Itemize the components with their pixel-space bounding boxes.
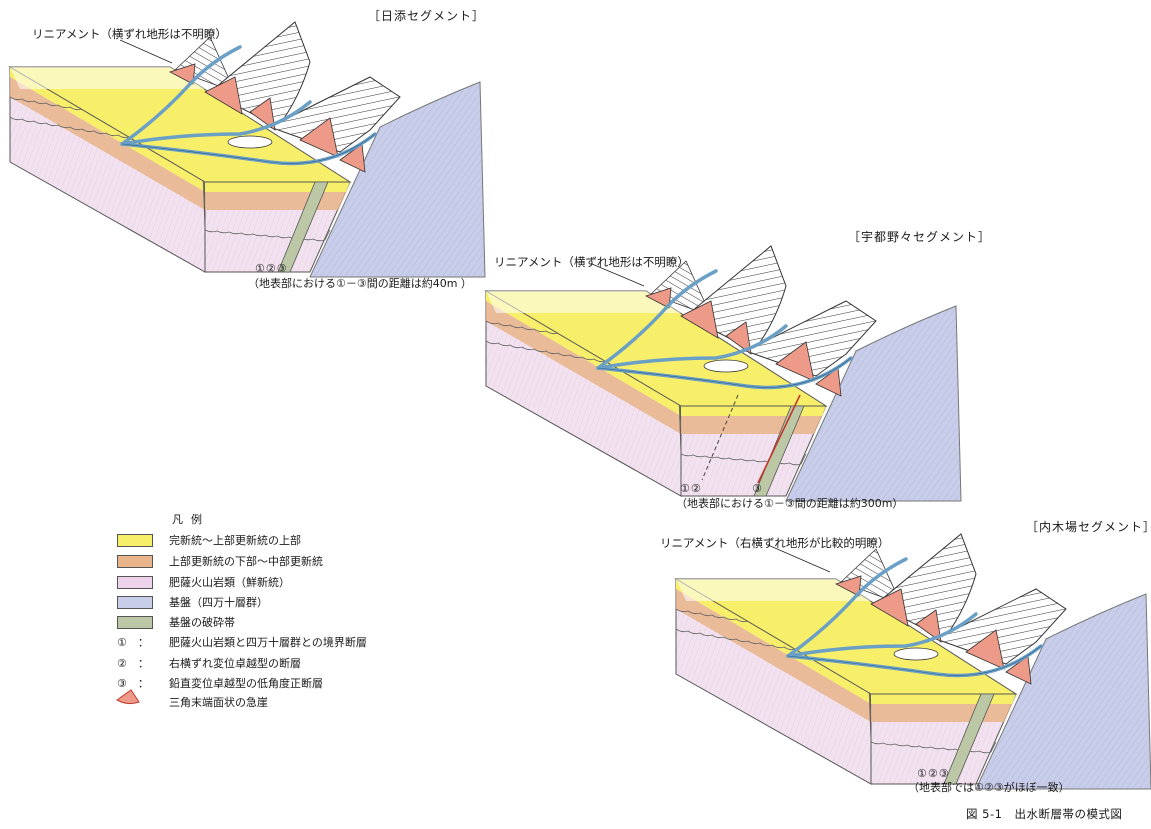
legend-mark: ① ： — [117, 636, 149, 649]
legend-text: 肥薩火山岩類（鮮新統） — [169, 576, 290, 589]
fault-numbers-hizoe: ①②③ — [255, 262, 288, 275]
distance-note-uchikoba: （地表部では①②③がほぼ一致） — [908, 781, 1070, 794]
legend-mark: ③ ： — [117, 677, 149, 690]
block-diagram-uchikoba — [674, 532, 1151, 791]
distance-note-utsunono: （地表部における①－③間の距離は約300m） — [676, 497, 904, 510]
segment-title-utsunono: ［宇都野々セグメント］ — [848, 230, 992, 244]
legend-swatch — [117, 596, 153, 609]
segment-title-hizoe: ［日添セグメント］ — [368, 9, 486, 23]
fault-numbers-utsunono: ①② — [680, 482, 702, 495]
lineament-pointer — [767, 544, 831, 573]
triangle-scarp-icon — [116, 689, 140, 705]
fault-3-line — [757, 394, 801, 484]
lineament-label-uchikoba: リニアメント（右横ずれ地形が比較的明瞭） — [660, 536, 890, 550]
block-diagram-utsunono — [484, 244, 963, 503]
legend-text: 肥薩火山岩類と四万十層群との境界断層 — [169, 636, 367, 649]
figure-caption: 図 5-1 出水断層帯の模式図 — [966, 807, 1123, 821]
lineament-label-hizoe: リニアメント（横ずれ地形は不明瞭） — [32, 27, 227, 41]
lineament-pointer — [119, 39, 173, 64]
block-diagram-hizoe — [8, 20, 487, 279]
fault-numbers-uchikoba: ①②③ — [917, 767, 950, 780]
legend-text: 三角末端面状の急崖 — [169, 696, 268, 709]
legend-mark: ② ： — [117, 657, 149, 670]
legend-text: 基盤（四万十層群） — [169, 596, 268, 609]
legend-swatch — [117, 616, 153, 629]
legend-text: 鉛直変位卓越型の低角度正断層 — [169, 677, 323, 690]
legend-swatch — [117, 555, 153, 568]
distance-note-hizoe: （地表部における①－③間の距離は約40m ） — [248, 277, 472, 290]
legend-text: 基盤の破砕帯 — [169, 616, 235, 629]
lineament-label-utsunono: リニアメント（横ずれ地形は不明瞭） — [494, 255, 689, 269]
legend-text: 上部更新統の下部～中部更新統 — [169, 555, 323, 568]
legend-title: 凡例 — [172, 513, 210, 526]
fault-2-line — [701, 394, 739, 481]
legend-swatch — [117, 576, 153, 589]
lineament-pointer — [591, 263, 645, 287]
fault-number-3-utsunono: ③ — [752, 482, 763, 495]
segment-title-uchikoba: ［内木場セグメント］ — [1026, 520, 1151, 534]
legend-text: 完新統～上部更新統の上部 — [169, 534, 301, 547]
legend-swatch — [117, 534, 153, 547]
legend-text: 右横ずれ変位卓越型の断層 — [169, 657, 301, 670]
